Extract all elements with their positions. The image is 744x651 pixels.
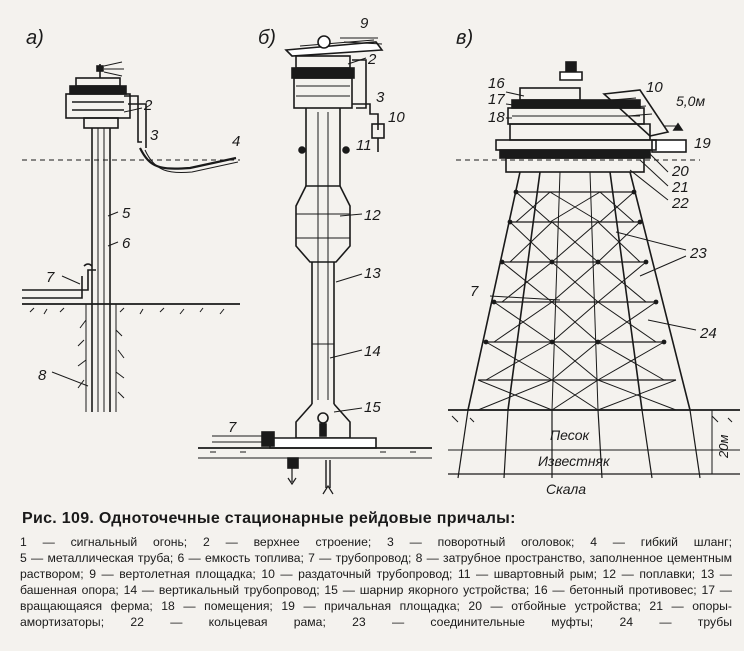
callout-b-14: 14	[364, 343, 381, 360]
panel-label-a: а)	[26, 27, 44, 49]
callout-a-7: 7	[46, 269, 55, 286]
panel-a-drawing	[22, 61, 240, 412]
panel-c-drawing	[448, 61, 740, 479]
panel-b-drawing	[198, 35, 432, 495]
callout-b-10: 10	[388, 109, 405, 126]
callout-c-20: 20	[671, 163, 689, 180]
callout-c-24: 24	[699, 325, 717, 342]
callout-c-22: 22	[671, 195, 689, 212]
layer-label-limestone: Известняк	[538, 453, 611, 469]
callout-a-8: 8	[38, 367, 47, 384]
panel-c-callouts: 16 17 18 10 19 20 21 22 23 7 24	[470, 75, 717, 342]
callout-a-3: 3	[150, 127, 159, 144]
panel-a-callouts: 2 3 4 5 6 7 8	[38, 97, 240, 384]
callout-c-18: 18	[488, 109, 505, 126]
callout-c-23: 23	[689, 245, 707, 262]
callout-c-21: 21	[671, 179, 689, 196]
layer-label-rock: Скала	[546, 481, 586, 497]
dimension-label: 5,0м	[676, 93, 705, 109]
panel-label-b: б)	[258, 27, 276, 49]
callout-b-11: 11	[356, 137, 372, 154]
callout-b-9: 9	[360, 15, 369, 32]
callout-c-17: 17	[488, 91, 505, 108]
callout-a-2: 2	[143, 97, 153, 114]
figure-caption-title: Рис. 109. Одноточечные стационарные рейд…	[22, 510, 516, 527]
callout-b-12: 12	[364, 207, 381, 224]
callout-c-16: 16	[488, 75, 505, 92]
callout-b-7: 7	[228, 419, 237, 436]
figure-caption-legend: 1 — сигнальный огонь; 2 — верхнее строен…	[20, 534, 732, 630]
callout-b-3: 3	[376, 89, 385, 106]
layer-label-sand: Песок	[550, 427, 591, 443]
callout-c-19: 19	[694, 135, 711, 152]
panel-label-c: в)	[456, 27, 473, 49]
callout-a-5: 5	[122, 205, 131, 222]
panel-b-callouts: 9 2 3 10 11 12 13 14 15 7	[228, 15, 405, 436]
callout-c-10: 10	[646, 79, 663, 96]
legend-line: 1 — сигнальный огонь; 2 — верхнее строен…	[20, 535, 732, 549]
legend-paragraph: 5 — металлическая труба; 6 — емкость топ…	[20, 551, 732, 629]
callout-a-4: 4	[232, 133, 240, 150]
technical-drawing: а) б) в) 2 3 4 5 6 7 8 9 2 3 10 11 12 13…	[22, 15, 740, 497]
callout-b-2: 2	[367, 51, 377, 68]
callout-c-7: 7	[470, 283, 479, 300]
callout-b-13: 13	[364, 265, 381, 282]
callout-b-15: 15	[364, 399, 381, 416]
depth-label: 20м	[716, 435, 731, 459]
callout-a-6: 6	[122, 235, 131, 252]
